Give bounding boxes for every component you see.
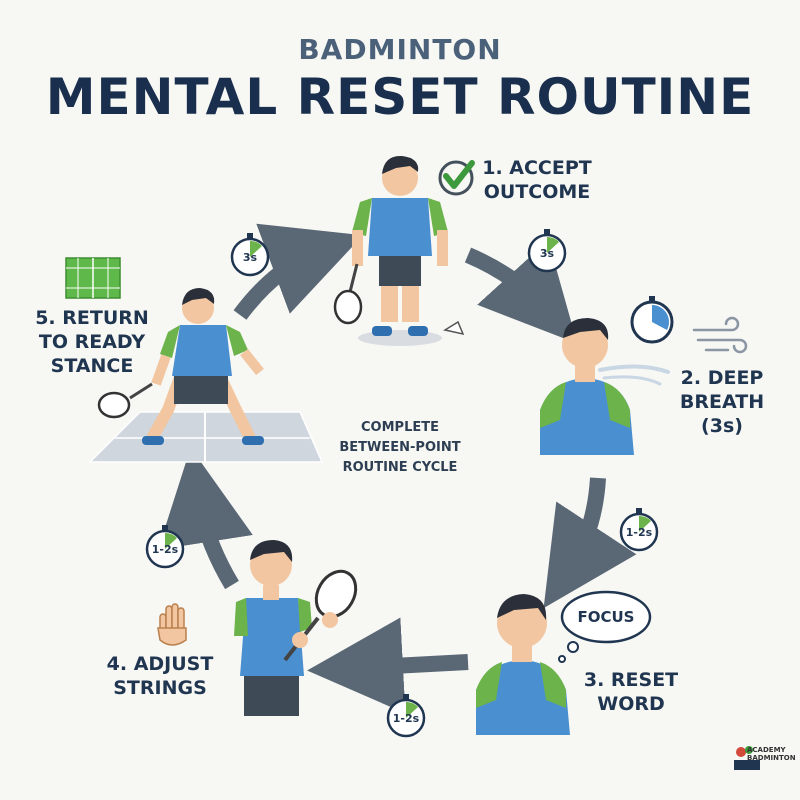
court-icon: [65, 257, 121, 299]
hand-icon: [157, 603, 187, 646]
cycle-arrow-3-to-4: [307, 617, 469, 714]
cycle-arrow-1-to-2: [464, 240, 578, 344]
thought-bubble-icon: [558, 590, 652, 663]
timer-label: 3s: [242, 251, 258, 264]
wind-icon: [692, 316, 748, 354]
stopwatch-icon: [145, 525, 185, 569]
page-title: MENTAL RESET ROUTINE: [45, 68, 755, 126]
center-label: COMPLETE BETWEEN-POINT ROUTINE CYCLE: [339, 420, 461, 475]
cycle-arrow-4-to-5: [157, 447, 253, 590]
timer-label: 1-2s: [392, 712, 420, 725]
timer-label: 1-2s: [151, 543, 179, 556]
stopwatch-icon: [619, 508, 659, 552]
thought-word: FOCUS: [577, 608, 635, 626]
stopwatch-icon: [527, 229, 567, 273]
player-accept-outcome: [333, 155, 465, 346]
cycle-arrow-2-to-3: [543, 477, 637, 609]
stopwatch-icon: [230, 233, 270, 277]
player-adjust-strings: [234, 540, 358, 716]
logo-text: ACADEMY BADMINTON: [747, 746, 796, 762]
step-1-label: 1. ACCEPT OUTCOME: [482, 157, 592, 203]
timer-label: 1-2s: [625, 526, 653, 539]
player-deep-breath: [540, 318, 670, 455]
step-5-label: 5. RETURN TO READY STANCE: [35, 307, 149, 377]
academy-logo: [734, 746, 760, 770]
step-3-label: 3. RESET WORD: [583, 669, 679, 715]
player-reset-word: [476, 594, 570, 735]
cycle-arrow-5-to-1: [233, 223, 363, 320]
stopwatch-icon: [386, 694, 426, 738]
player-ready-stance: [88, 288, 324, 463]
step-2-label: 2. DEEP BREATH (3s): [679, 367, 765, 437]
step-4-label: 4. ADJUST STRINGS: [106, 653, 214, 699]
timer-label: 3s: [539, 247, 555, 260]
subtitle: BADMINTON: [298, 33, 502, 66]
check-icon: [438, 160, 475, 196]
clock-icon: [630, 296, 674, 344]
